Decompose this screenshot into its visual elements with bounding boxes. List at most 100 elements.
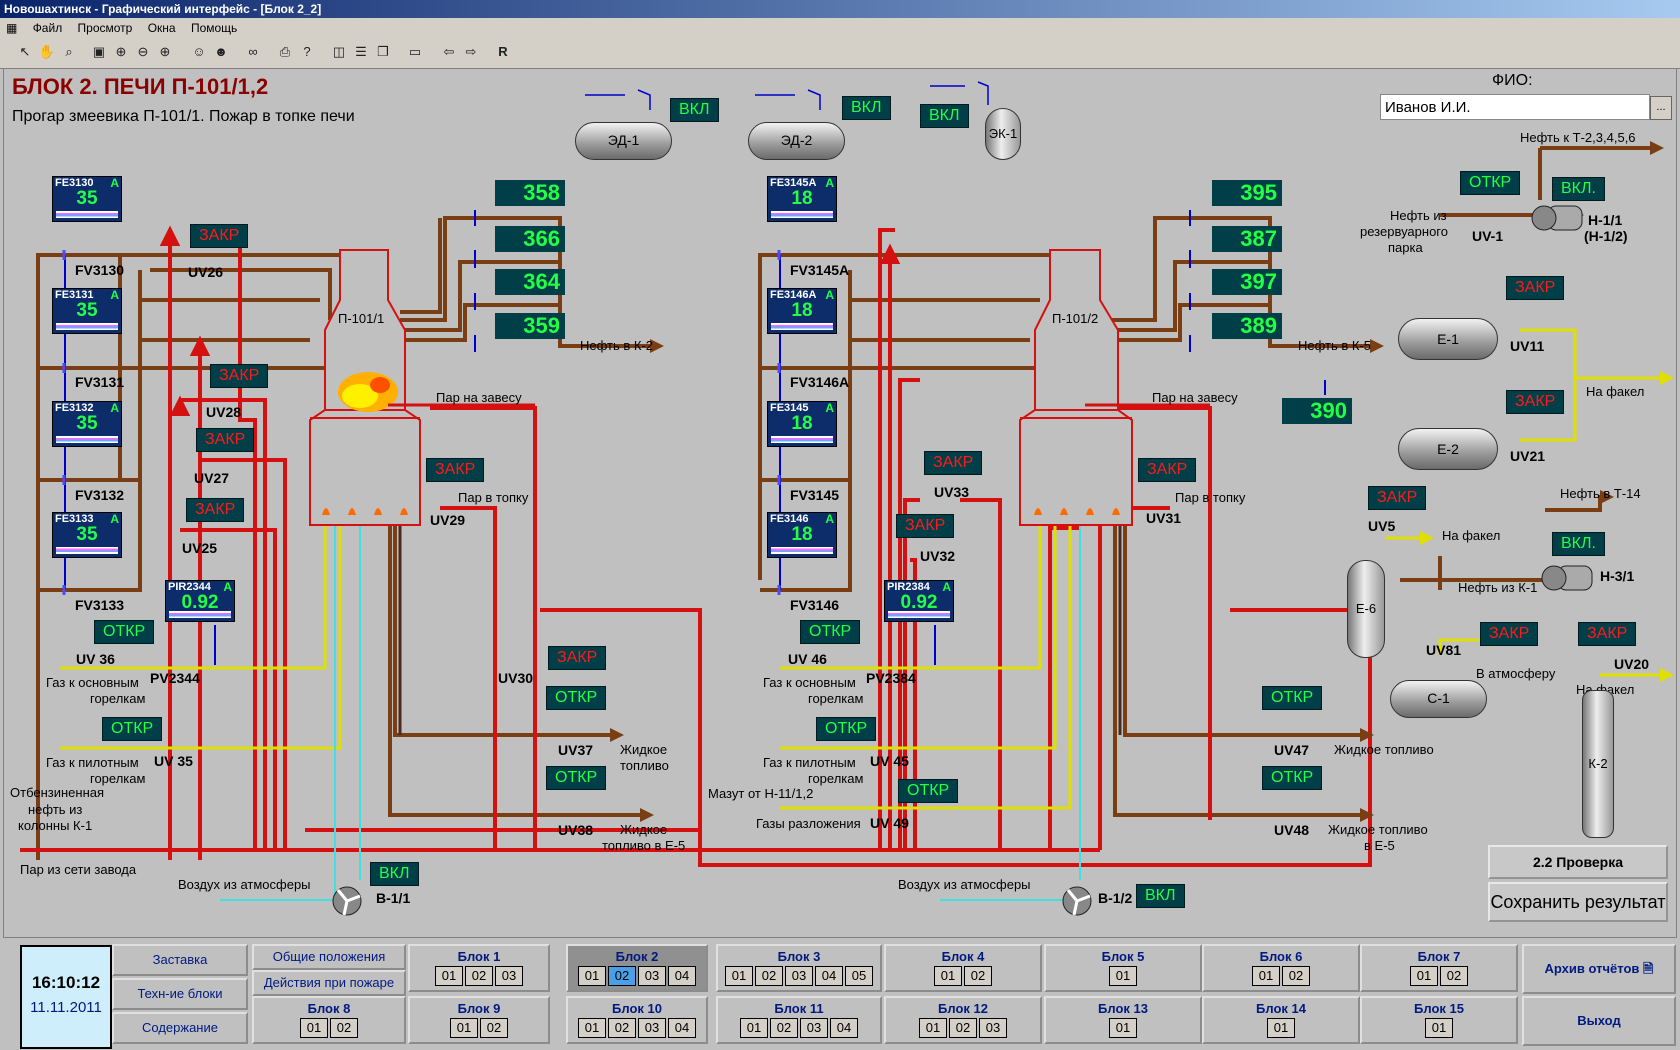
block-12-subpage-02[interactable]: 02: [949, 1018, 977, 1038]
fio-input[interactable]: Иванов И.И.: [1380, 94, 1650, 120]
uv35-state[interactable]: ОТКР: [102, 717, 163, 741]
block-5-title[interactable]: Блок 5: [1101, 949, 1145, 964]
block-8-subpage-02[interactable]: 02: [330, 1018, 358, 1038]
uv46-state[interactable]: ОТКР: [800, 620, 861, 644]
block-11-subpage-01[interactable]: 01: [740, 1018, 768, 1038]
block-2-subpage-02[interactable]: 02: [608, 966, 636, 986]
ed2-state[interactable]: ВКЛ: [842, 96, 891, 120]
fan-b12-icon[interactable]: [1060, 884, 1094, 918]
block-14-subpage-01[interactable]: 01: [1267, 1018, 1295, 1038]
valve-uv25[interactable]: UV25: [182, 540, 218, 556]
block-7-subpage-02[interactable]: 02: [1440, 966, 1468, 986]
block-10-subpage-01[interactable]: 01: [578, 1018, 606, 1038]
pointer-icon[interactable]: ↖: [19, 44, 31, 59]
vessel-c1[interactable]: С-1: [1390, 680, 1487, 718]
uv26-state[interactable]: ЗАКР: [190, 224, 249, 248]
uv5-state[interactable]: ЗАКР: [1368, 486, 1427, 510]
screen-icon[interactable]: ▭: [408, 44, 422, 59]
block-13-subpage-01[interactable]: 01: [1109, 1018, 1137, 1038]
uv11-state[interactable]: ЗАКР: [1506, 276, 1565, 300]
reload-icon[interactable]: R: [498, 44, 508, 59]
block-12-title[interactable]: Блок 12: [938, 1001, 988, 1016]
valve-fv3145a[interactable]: FV3145A: [790, 262, 850, 278]
valve-uv47[interactable]: UV47: [1274, 742, 1310, 758]
valve-uv30[interactable]: UV30: [498, 670, 534, 686]
layout-rows-icon[interactable]: ☰: [355, 44, 367, 59]
block-5-subpage-01[interactable]: 01: [1109, 966, 1137, 986]
block-9-subpage-01[interactable]: 01: [450, 1018, 478, 1038]
valve-uv33[interactable]: UV33: [934, 484, 970, 500]
b11-state[interactable]: ВКЛ: [370, 862, 419, 886]
uv28-state[interactable]: ЗАКР: [210, 364, 269, 388]
block-6-subpage-01[interactable]: 01: [1252, 966, 1280, 986]
vessel-e6[interactable]: Е-6: [1347, 560, 1385, 658]
uv21-state[interactable]: ЗАКР: [1506, 390, 1565, 414]
pump-h11-icon[interactable]: [1530, 200, 1586, 236]
valve-pv2384[interactable]: PV2384: [866, 670, 916, 686]
valve-uv29[interactable]: UV29: [430, 512, 466, 528]
block-8-subpage-01[interactable]: 01: [300, 1018, 328, 1038]
uv20-state[interactable]: ЗАКР: [1578, 622, 1637, 646]
users-icon[interactable]: ☺: [192, 44, 206, 59]
block-2-subpage-03[interactable]: 03: [638, 966, 666, 986]
valve-pv2344[interactable]: PV2344: [150, 670, 200, 686]
nav-content[interactable]: Содержание: [112, 1012, 248, 1044]
block-3-subpage-02[interactable]: 02: [755, 966, 783, 986]
valve-uv26[interactable]: UV26: [188, 264, 224, 280]
valve-uv48[interactable]: UV48: [1274, 822, 1310, 838]
archive-reports-button[interactable]: Архив отчётов 🗎: [1522, 944, 1676, 994]
menu-app-icon[interactable]: ▦: [6, 21, 18, 35]
block-1-subpage-01[interactable]: 01: [435, 966, 463, 986]
block-4-subpage-01[interactable]: 01: [934, 966, 962, 986]
block-11-subpage-04[interactable]: 04: [830, 1018, 858, 1038]
block-13-title[interactable]: Блок 13: [1098, 1001, 1148, 1016]
zoom-reset-icon[interactable]: ▣: [92, 44, 106, 59]
valve-uv45[interactable]: UV 45: [870, 753, 909, 769]
fan-b11-icon[interactable]: [330, 884, 364, 918]
uv30-state[interactable]: ЗАКР: [548, 646, 607, 670]
valve-uv49[interactable]: UV 49: [870, 815, 909, 831]
uv36-state[interactable]: ОТКР: [94, 620, 155, 644]
valve-fv3133[interactable]: FV3133: [75, 597, 125, 613]
exit-button[interactable]: Выход: [1522, 996, 1676, 1046]
valve-uv5[interactable]: UV5: [1368, 518, 1396, 534]
valve-fv3145[interactable]: FV3145: [790, 487, 840, 503]
block-10-title[interactable]: Блок 10: [612, 1001, 662, 1016]
cascade-icon[interactable]: ❐: [377, 44, 389, 59]
save-result-button[interactable]: Сохранить результат: [1488, 882, 1668, 922]
valve-uv11[interactable]: UV11: [1510, 338, 1545, 354]
valve-uv81[interactable]: UV81: [1426, 642, 1462, 658]
uv47-state[interactable]: ОТКР: [1262, 686, 1323, 710]
uv45-state[interactable]: ОТКР: [816, 717, 877, 741]
nav-tech-blocks[interactable]: Техн-ие блоки: [112, 978, 248, 1010]
valve-fv3146[interactable]: FV3146: [790, 597, 840, 613]
valve-uv38[interactable]: UV38: [558, 822, 594, 838]
help-icon[interactable]: ?: [303, 44, 311, 59]
b12-state[interactable]: ВКЛ: [1136, 884, 1185, 908]
check-button[interactable]: 2.2 Проверка: [1488, 845, 1668, 879]
menu-file[interactable]: Файл: [32, 21, 63, 35]
uv25-state[interactable]: ЗАКР: [186, 498, 245, 522]
block-11-subpage-02[interactable]: 02: [770, 1018, 798, 1038]
vessel-e1[interactable]: Е-1: [1398, 318, 1498, 360]
block-7-title[interactable]: Блок 7: [1417, 949, 1461, 964]
valve-uv1[interactable]: UV-1: [1472, 228, 1504, 244]
menu-help[interactable]: Помощь: [190, 21, 238, 35]
block-4-subpage-02[interactable]: 02: [964, 966, 992, 986]
block-3-subpage-04[interactable]: 04: [815, 966, 843, 986]
layout-cols-icon[interactable]: ◫: [332, 44, 346, 59]
block-1-subpage-03[interactable]: 03: [495, 966, 523, 986]
column-k2[interactable]: К-2: [1582, 690, 1614, 838]
block-9-title[interactable]: Блок 9: [457, 1001, 501, 1016]
uv1-state[interactable]: ОТКР: [1460, 171, 1521, 195]
block-9-subpage-02[interactable]: 02: [480, 1018, 508, 1038]
forward-icon[interactable]: ⇨: [465, 44, 477, 59]
